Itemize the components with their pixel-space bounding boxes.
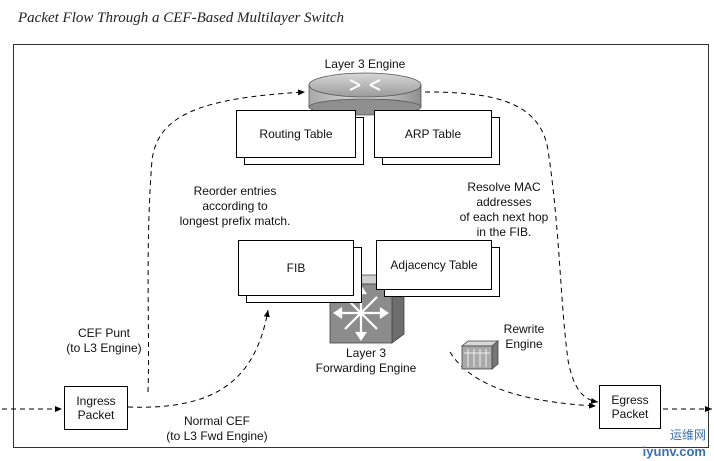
ingress-line2: Packet [77, 408, 115, 422]
ingress-packet-box: Ingress Packet [64, 386, 128, 430]
reorder-note: Reorder entries according to longest pre… [170, 184, 300, 229]
fwd-to-rewrite-path [449, 351, 597, 409]
adjacency-table-label: Adjacency Table [390, 258, 478, 272]
normal-cef-line2: (to L3 Fwd Engine) [166, 429, 268, 443]
cef-punt-note: CEF Punt (to L3 Engine) [44, 326, 164, 356]
l3-fwd-line2: Forwarding Engine [315, 361, 417, 375]
l3-fwd-line1: Layer 3 [345, 346, 387, 360]
resolve-note-line1: Resolve MAC [467, 180, 541, 194]
reorder-note-line3: longest prefix match. [179, 214, 291, 228]
rewrite-line2: Engine [505, 337, 543, 351]
router-icon [308, 72, 422, 116]
arp-table-label: ARP Table [404, 127, 462, 141]
routing-table-box: Routing Table [236, 110, 356, 158]
adjacency-table-box: Adjacency Table [376, 240, 492, 290]
egress-line1: Egress [611, 393, 649, 407]
ingress-line1: Ingress [76, 394, 116, 408]
cef-punt-line1: CEF Punt [77, 326, 131, 340]
normal-cef-path [127, 309, 270, 408]
rewrite-engine-label: Rewrite Engine [494, 322, 554, 352]
reorder-note-line1: Reorder entries [193, 184, 277, 198]
diagram-frame [13, 44, 709, 448]
egress-line2: Packet [611, 407, 649, 421]
figure-title: Packet Flow Through a CEF-Based Multilay… [18, 10, 345, 26]
normal-cef-line1: Normal CEF [183, 414, 250, 428]
arp-table-box: ARP Table [374, 110, 492, 158]
rewrite-engine-icon [460, 340, 500, 370]
rewrite-line1: Rewrite [503, 322, 545, 336]
resolve-mac-note: Resolve MAC addresses of each next hop i… [444, 180, 564, 240]
watermark-url: iyunv.com [642, 444, 706, 459]
resolve-note-line3: of each next hop [459, 210, 549, 224]
watermark-cn: 运维网 [669, 428, 706, 442]
resolve-note-line2: addresses [476, 195, 532, 209]
resolve-note-line4: in the FIB. [476, 225, 532, 239]
egress-packet-box: Egress Packet [599, 385, 661, 429]
normal-cef-note: Normal CEF (to L3 Fwd Engine) [152, 414, 282, 444]
punt-path [147, 89, 306, 393]
layer3-engine-label: Layer 3 Engine [324, 57, 406, 71]
routing-table-label: Routing Table [259, 127, 333, 141]
fib-label: FIB [286, 261, 306, 275]
l3-forwarding-engine-label: Layer 3 Forwarding Engine [306, 346, 426, 376]
fib-box: FIB [238, 240, 354, 296]
reorder-note-line2: according to [202, 199, 268, 213]
return-path-to-egress [424, 91, 599, 404]
cef-punt-line2: (to L3 Engine) [66, 341, 142, 355]
